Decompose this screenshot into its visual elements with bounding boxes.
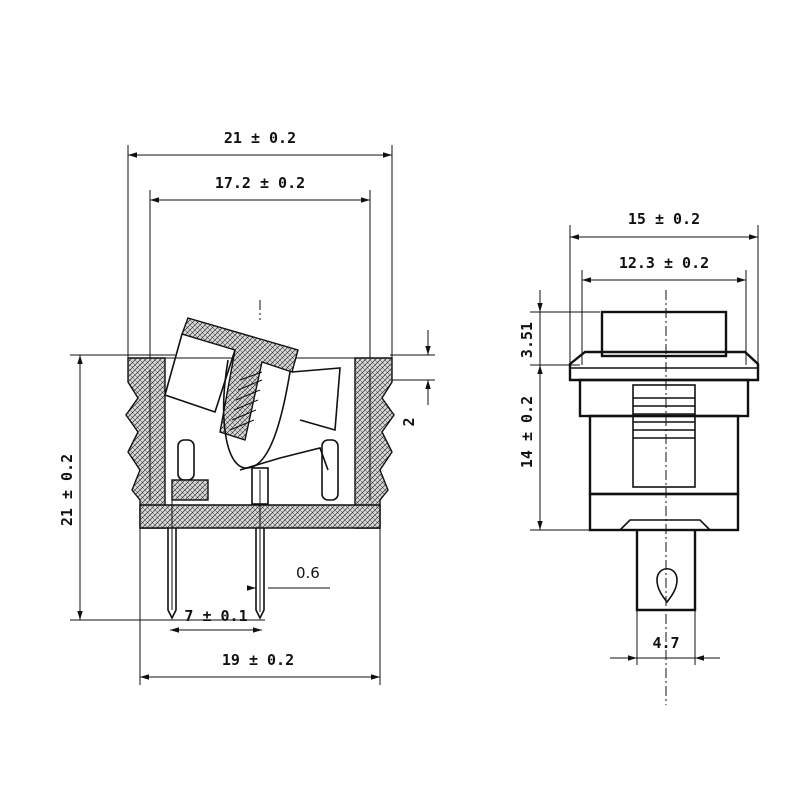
dim-label-flange-offset: 2 xyxy=(400,417,418,426)
side-dim-label-terminal-width: 4.7 xyxy=(652,634,679,652)
dim-label-terminal-pitch: 7 ± 0.1 xyxy=(184,607,247,625)
front-contacts xyxy=(171,439,339,505)
side-view: 15 ± 0.2 12.3 ± 0.2 3.51 14 ± 0.2 4.7 xyxy=(518,210,760,705)
side-dim-label-inner-width: 12.3 ± 0.2 xyxy=(619,254,709,272)
dim-label-height: 21 ± 0.2 xyxy=(58,454,76,526)
side-rocker xyxy=(600,310,728,358)
side-ribs xyxy=(632,384,696,488)
side-dim-label-rocker-height: 3.51 xyxy=(518,322,536,358)
front-terminals xyxy=(167,470,265,620)
side-dim-label-overall-width: 15 ± 0.2 xyxy=(628,210,700,228)
side-flange xyxy=(568,350,760,382)
side-extension-lines xyxy=(530,225,759,665)
dim-label-terminal-thickness: 0.6 xyxy=(296,564,320,582)
dim-label-inner-width: 17.2 ± 0.2 xyxy=(215,174,305,192)
front-rocker xyxy=(164,317,341,471)
dim-label-base-width: 19 ± 0.2 xyxy=(222,651,294,669)
side-dim-label-body-height: 14 ± 0.2 xyxy=(518,396,536,468)
dim-label-overall-width: 21 ± 0.2 xyxy=(224,129,296,147)
front-housing xyxy=(125,357,395,529)
front-extension-lines xyxy=(70,145,435,685)
front-view: 21 ± 0.2 17.2 ± 0.2 21 ± 0.2 2 7 ± 0.1 0… xyxy=(58,129,435,685)
